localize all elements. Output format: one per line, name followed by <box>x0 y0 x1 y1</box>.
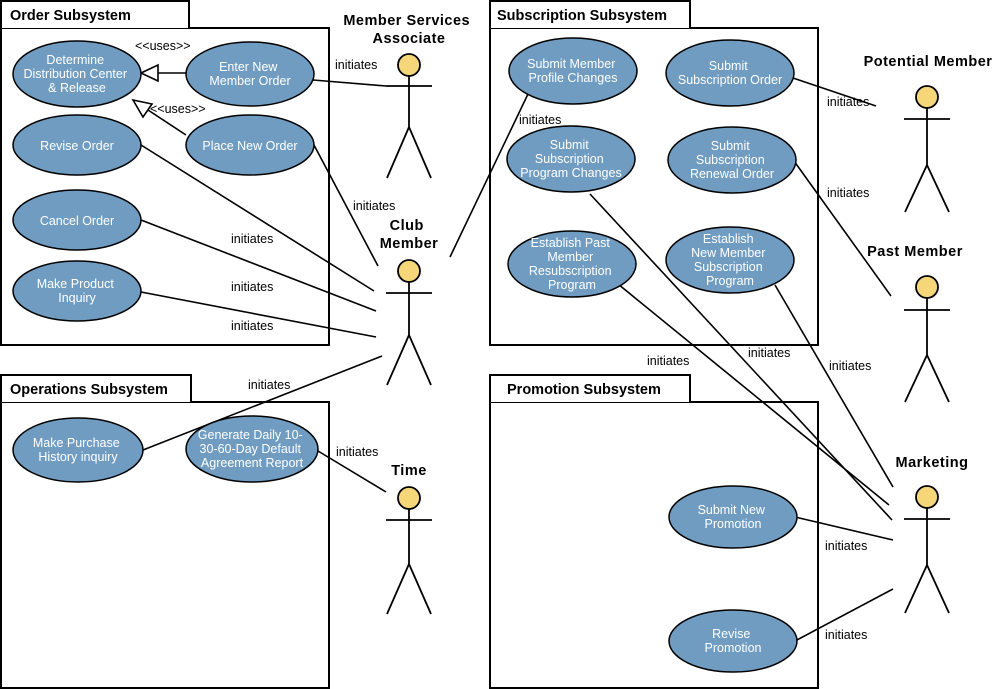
line-place-order-club <box>313 144 379 267</box>
operations-subsystem-title: Operations Subsystem <box>10 382 168 398</box>
use-case-submit-member-profile-changes[interactable]: Submit Member Profile Changes <box>508 37 638 105</box>
use-case-submit-subscription-program-changes[interactable]: Submit Subscription Program Changes <box>506 125 636 193</box>
initiates-label-resubscription: initiates <box>647 354 689 368</box>
actor-label: Potential Member <box>864 54 993 70</box>
use-case-determine-distribution[interactable]: Determine Distribution Center & Release <box>12 40 142 108</box>
use-case-place-new-order[interactable]: Place New Order <box>185 114 315 176</box>
line-cancel-order-club <box>140 219 377 312</box>
initiates-label-cancel-order: initiates <box>231 280 273 294</box>
actor-marketing[interactable]: Marketing <box>896 455 969 614</box>
uses-label-2: <<uses>> <box>150 102 206 116</box>
subscription-subsystem: Subscription Subsystem <box>489 0 819 346</box>
subscription-subsystem-title: Subscription Subsystem <box>497 8 667 24</box>
line-new-promotion-marketing <box>794 516 894 541</box>
line-new-member-sub-marketing <box>774 284 894 488</box>
uc-label: Determine Distribution Center & Release <box>24 53 131 95</box>
use-case-revise-promotion[interactable]: Revise Promotion <box>668 609 798 673</box>
order-subsystem: Order Subsystem <box>0 0 330 346</box>
initiates-label-new-promotion: initiates <box>825 539 867 553</box>
actor-past-member[interactable]: Past Member <box>867 244 963 403</box>
use-case-submit-subscription-renewal-order[interactable]: Submit Subscription Renewal Order <box>667 126 797 194</box>
initiates-label-program-changes: initiates <box>748 346 790 360</box>
use-case-revise-order[interactable]: Revise Order <box>12 114 142 176</box>
actor-club-member[interactable]: Club Member <box>380 218 439 386</box>
initiates-label-revise-order: initiates <box>231 232 273 246</box>
line-enter-order-associate <box>312 79 387 87</box>
uc-label: Submit Subscription Program Changes <box>520 138 621 180</box>
use-case-make-purchase-history-inquiry[interactable]: Make Purchase History inquiry <box>12 417 144 483</box>
actor-label: Marketing <box>896 455 969 471</box>
uses-label-1: <<uses>> <box>135 39 191 53</box>
line-report-time <box>317 450 387 493</box>
uc-label: Make Purchase History inquiry <box>33 436 123 464</box>
order-subsystem-title: Order Subsystem <box>10 8 131 24</box>
operations-subsystem: Operations Subsystem <box>0 374 330 689</box>
initiates-label-sub-order: initiates <box>827 95 869 109</box>
initiates-label-renewal: initiates <box>827 186 869 200</box>
initiates-label-report: initiates <box>336 445 378 459</box>
uc-label: Place New Order <box>202 139 297 153</box>
use-case-cancel-order[interactable]: Cancel Order <box>12 189 142 251</box>
relation-labels: <<uses>> <<uses>> initiates initiates in… <box>135 39 871 642</box>
actor-label: Club Member <box>380 218 439 252</box>
actor-figure <box>386 53 432 179</box>
actor-figure <box>904 85 950 213</box>
uc-label: Submit Subscription Renewal Order <box>690 139 774 181</box>
uses-line-2 <box>147 109 187 136</box>
actor-time[interactable]: Time <box>386 463 432 615</box>
actor-label: Past Member <box>867 244 963 260</box>
initiates-label-purchase-history: initiates <box>248 378 290 392</box>
association-lines <box>140 77 894 642</box>
actor-figure <box>904 485 950 614</box>
actor-label: Member Services Associate <box>343 13 474 47</box>
actor-figure <box>386 259 432 386</box>
uses-arrowhead-2 <box>131 98 154 119</box>
line-product-inquiry-club <box>140 291 377 338</box>
uc-label: Submit Member Profile Changes <box>527 57 619 85</box>
use-case-submit-subscription-order[interactable]: Submit Subscription Order <box>665 39 795 107</box>
uc-label: Enter New Member Order <box>209 60 290 88</box>
line-profile-changes-club <box>449 93 529 258</box>
actor-potential-member[interactable]: Potential Member <box>864 54 993 213</box>
uc-label: Make Product Inquiry <box>37 277 118 305</box>
use-case-establish-past-member-resubscription[interactable]: Establish Past Member Resubscription Pro… <box>507 230 637 298</box>
use-case-establish-new-member-subscription[interactable]: Establish New Member Subscription Progra… <box>665 226 795 294</box>
initiates-label-new-member-sub: initiates <box>829 359 871 373</box>
uc-label: Submit New Promotion <box>698 503 769 531</box>
uc-label: Submit Subscription Order <box>678 59 782 87</box>
actor-member-services-associate[interactable]: Member Services Associate <box>343 13 474 179</box>
promotion-subsystem-title: Promotion Subsystem <box>507 382 661 398</box>
uses-arrows <box>131 63 187 136</box>
initiates-label-enter-order: initiates <box>335 58 377 72</box>
uc-label: Revise Promotion <box>705 627 762 655</box>
line-revise-promotion-marketing <box>794 588 894 642</box>
uc-label: Establish Past Member Resubscription Pro… <box>529 236 615 292</box>
actor-figure <box>386 486 432 615</box>
initiates-label-profile-changes: initiates <box>519 113 561 127</box>
initiates-label-place-order: initiates <box>353 199 395 213</box>
initiates-label-revise-promotion: initiates <box>825 628 867 642</box>
line-resubscription-marketing <box>617 283 890 506</box>
use-case-make-product-inquiry[interactable]: Make Product Inquiry <box>12 260 142 322</box>
uc-label: Establish New Member Subscription Progra… <box>691 232 769 288</box>
promotion-subsystem: Promotion Subsystem <box>489 374 819 689</box>
use-case-submit-new-promotion[interactable]: Submit New Promotion <box>668 485 798 549</box>
line-sub-order-potential <box>792 77 877 107</box>
actor-label: Time <box>391 463 427 479</box>
use-case-enter-new-member-order[interactable]: Enter New Member Order <box>185 41 315 107</box>
use-case-generate-daily-report[interactable]: Generate Daily 10- 30-60-Day Default Agr… <box>185 415 319 483</box>
actor-figure <box>904 275 950 403</box>
line-renewal-past <box>793 160 892 297</box>
line-purchase-history-club <box>142 355 383 451</box>
uc-label: Cancel Order <box>40 214 114 228</box>
uc-label: Revise Order <box>40 139 114 153</box>
line-revise-order-club <box>140 144 375 292</box>
uc-label: Generate Daily 10- 30-60-Day Default Agr… <box>198 428 306 470</box>
uses-arrowhead-1 <box>139 63 159 83</box>
initiates-label-product-inquiry: initiates <box>231 319 273 333</box>
